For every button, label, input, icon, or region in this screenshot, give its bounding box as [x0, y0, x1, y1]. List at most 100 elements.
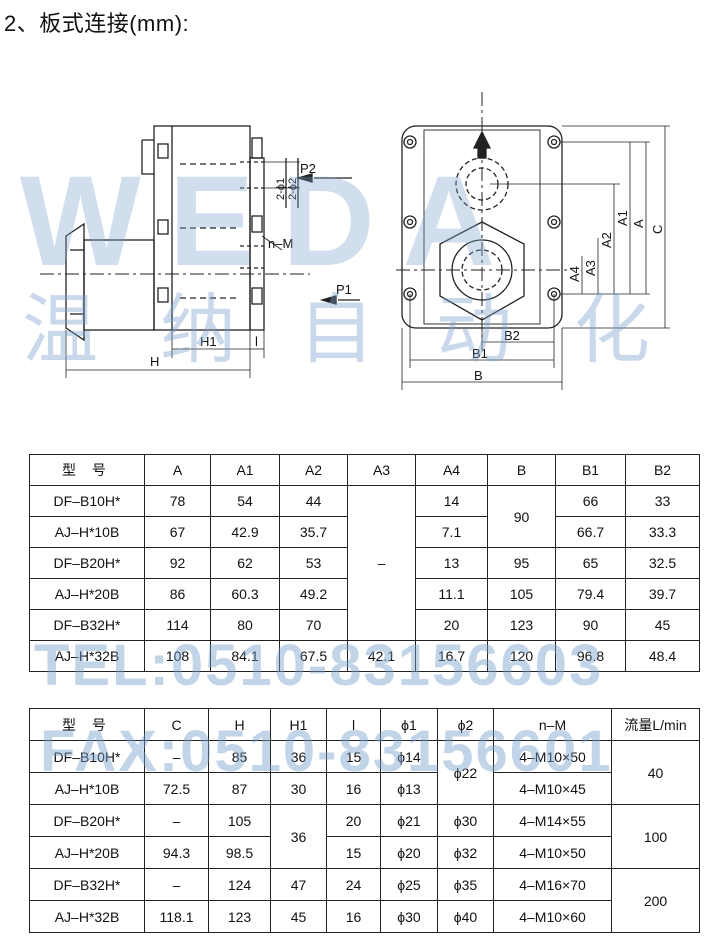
- table-cell: 60.3: [210, 578, 280, 610]
- table-cell: 85: [208, 740, 271, 773]
- table-row: DF–B20H* 92 62 53 13 95 65 32.5: [29, 547, 700, 579]
- header-cell: B: [487, 454, 556, 486]
- header-cell: H1: [270, 708, 327, 741]
- table-header-row: 型 号 A A1 A2 A3 A4 B B1 B2: [29, 454, 700, 486]
- table-cell: 72.5: [144, 772, 209, 805]
- table-row: AJ–H*32B 108 84.1 67.5 42.1 16.7 120 96.…: [29, 640, 700, 672]
- label-h1: H1: [200, 334, 217, 349]
- table-cell: ϕ21: [380, 804, 438, 837]
- label-l: l: [255, 334, 258, 349]
- table-cell: 45: [270, 900, 327, 933]
- label-phi1: 2-ϕ1: [275, 178, 287, 200]
- table-cell: 54: [210, 485, 280, 517]
- header-cell: A4: [415, 454, 488, 486]
- table-cell-merged: –: [347, 485, 416, 641]
- table-cell: 70: [279, 609, 348, 641]
- table-cell: 15: [326, 740, 381, 773]
- table-cell: 86: [144, 578, 211, 610]
- table-row: DF–B10H* – 85 36 15 ϕ14 ϕ22 4–M10×50 40: [29, 740, 700, 805]
- table-cell: 4–M14×55: [493, 804, 612, 837]
- table-cell: 4–M10×60: [493, 900, 612, 933]
- table-cell: 4–M16×70: [493, 868, 612, 901]
- table-cell-merged: 90: [487, 485, 556, 548]
- table-cell: 124: [208, 868, 271, 901]
- table-cell: 45: [625, 609, 700, 641]
- model-cell: DF–B32H*: [29, 868, 145, 901]
- model-cell: AJ–H*20B: [29, 578, 145, 610]
- table-cell: 66: [555, 485, 626, 517]
- table-cell: 92: [144, 547, 211, 579]
- table-cell: 30: [270, 772, 327, 805]
- table-cell: 47: [270, 868, 327, 901]
- model-cell: DF–B32H*: [29, 609, 145, 641]
- table-cell: 48.4: [625, 640, 700, 672]
- model-cell: DF–B10H*: [29, 485, 145, 517]
- table-cell: ϕ20: [380, 836, 438, 869]
- label-p1: P1: [336, 282, 352, 297]
- header-cell: 型 号: [29, 708, 145, 741]
- dimension-table-2: 型 号 C H H1 l ϕ1 ϕ2 n–M 流量L/min DF–B10H* …: [29, 708, 700, 933]
- table-cell: 49.2: [279, 578, 348, 610]
- model-cell: AJ–H*20B: [29, 836, 145, 869]
- model-cell: DF–B20H*: [29, 804, 145, 837]
- table-cell: 96.8: [555, 640, 626, 672]
- label-h: H: [150, 354, 159, 369]
- table-cell: 20: [326, 804, 381, 837]
- header-cell: 型 号: [29, 454, 145, 486]
- model-cell: DF–B20H*: [29, 547, 145, 579]
- table-cell: ϕ14: [380, 740, 438, 773]
- table-cell: 32.5: [625, 547, 700, 579]
- header-cell: ϕ1: [380, 708, 438, 741]
- table-cell: 36: [270, 740, 327, 773]
- table-cell: 95: [487, 547, 556, 579]
- table-cell: 4–M10×45: [493, 772, 612, 805]
- page-title: 2、板式连接(mm):: [4, 11, 190, 36]
- table-cell: 42.9: [210, 516, 280, 548]
- table-cell: ϕ32: [437, 836, 494, 869]
- table-cell: ϕ30: [380, 900, 438, 933]
- header-cell: A: [144, 454, 211, 486]
- table-row: AJ–H*32B 118.1 123 45 16 ϕ30 ϕ40 4–M10×6…: [29, 900, 700, 933]
- header-cell: A2: [279, 454, 348, 486]
- table-cell: –: [144, 740, 209, 773]
- table-cell: 53: [279, 547, 348, 579]
- table-cell: 24: [326, 868, 381, 901]
- table-row: DF–B32H* – 124 47 24 ϕ25 ϕ35 4–M16×70 20…: [29, 868, 700, 933]
- side-view: [40, 125, 360, 378]
- table-cell: 7.1: [415, 516, 488, 548]
- table-cell: 20: [415, 609, 488, 641]
- table-header-row: 型 号 C H H1 l ϕ1 ϕ2 n–M 流量L/min: [29, 708, 700, 741]
- table-cell: 13: [415, 547, 488, 579]
- table-cell: 108: [144, 640, 211, 672]
- label-b1: B1: [472, 346, 488, 361]
- table-cell: 114: [144, 609, 211, 641]
- table-cell: 44: [279, 485, 348, 517]
- table-cell: 11.1: [415, 578, 488, 610]
- table-cell: 14: [415, 485, 488, 517]
- header-cell: ϕ2: [437, 708, 494, 741]
- table-cell: ϕ25: [380, 868, 438, 901]
- header-cell: C: [144, 708, 209, 741]
- table-cell: ϕ35: [437, 868, 494, 901]
- label-nm: n–M: [268, 236, 293, 251]
- table-cell: 16: [326, 772, 381, 805]
- header-cell: B2: [625, 454, 700, 486]
- table-cell: 94.3: [144, 836, 209, 869]
- table-cell: 123: [208, 900, 271, 933]
- table-cell: ϕ30: [437, 804, 494, 837]
- flow-cell: 100: [611, 804, 700, 869]
- table-row: DF–B32H* 114 80 70 20 123 90 45: [29, 609, 700, 641]
- table-cell: 98.5: [208, 836, 271, 869]
- table-cell: 66.7: [555, 516, 626, 548]
- label-b: B: [474, 368, 483, 383]
- label-a3: A3: [583, 260, 598, 276]
- table-row: DF–B10H* 78 54 44 – 14 90 66 33: [29, 485, 700, 641]
- table-cell: –: [144, 804, 209, 837]
- table-cell: 33.3: [625, 516, 700, 548]
- technical-drawing: P2 P1 n–M H H1 l B2 B1 B 2-ϕ1 2-ϕ2 C A A…: [40, 92, 670, 390]
- table-row: DF–B20H* – 105 36 20 ϕ21 ϕ30 4–M14×55 10…: [29, 804, 700, 869]
- table-cell-merged: ϕ22: [437, 740, 494, 805]
- dimension-table-1: 型 号 A A1 A2 A3 A4 B B1 B2 DF–B10H* 78 54…: [29, 454, 700, 672]
- header-cell: A3: [347, 454, 416, 486]
- table-cell: 39.7: [625, 578, 700, 610]
